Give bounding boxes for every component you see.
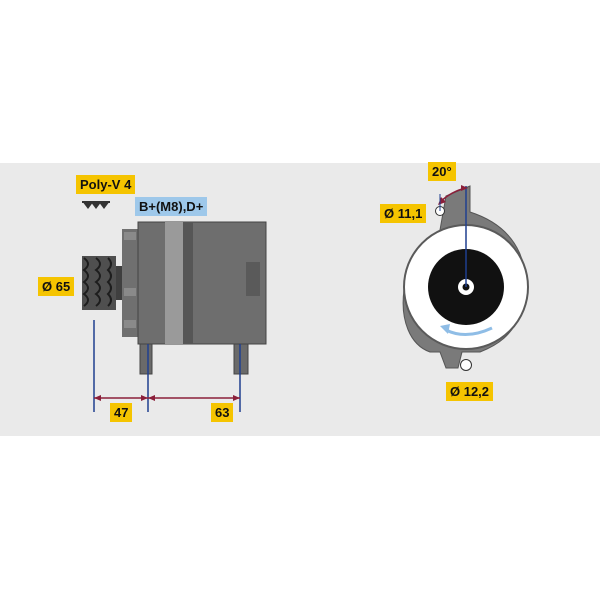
upper-hole-label: Ø 11,1 bbox=[380, 204, 427, 223]
rotation-arrow-icon bbox=[440, 324, 493, 336]
dimension-47-label: 47 bbox=[110, 403, 133, 422]
lower-hole-label: Ø 12,2 bbox=[446, 382, 494, 401]
connector-label: B+(M8),D+ bbox=[135, 197, 208, 216]
side-view bbox=[82, 201, 267, 412]
angle-indicator bbox=[438, 185, 468, 211]
lower-mount-hole bbox=[460, 359, 472, 371]
front-view bbox=[402, 185, 529, 371]
poly-v-groove-icon bbox=[82, 201, 110, 209]
pulley bbox=[82, 256, 124, 310]
pulley-diameter-label: Ø 65 bbox=[38, 277, 75, 296]
angle-label: 20° bbox=[428, 162, 456, 181]
alternator-body bbox=[122, 221, 267, 375]
belt-type-label: Poly-V 4 bbox=[76, 175, 136, 194]
dimension-lines bbox=[93, 320, 241, 412]
dimension-63-label: 63 bbox=[211, 403, 234, 422]
